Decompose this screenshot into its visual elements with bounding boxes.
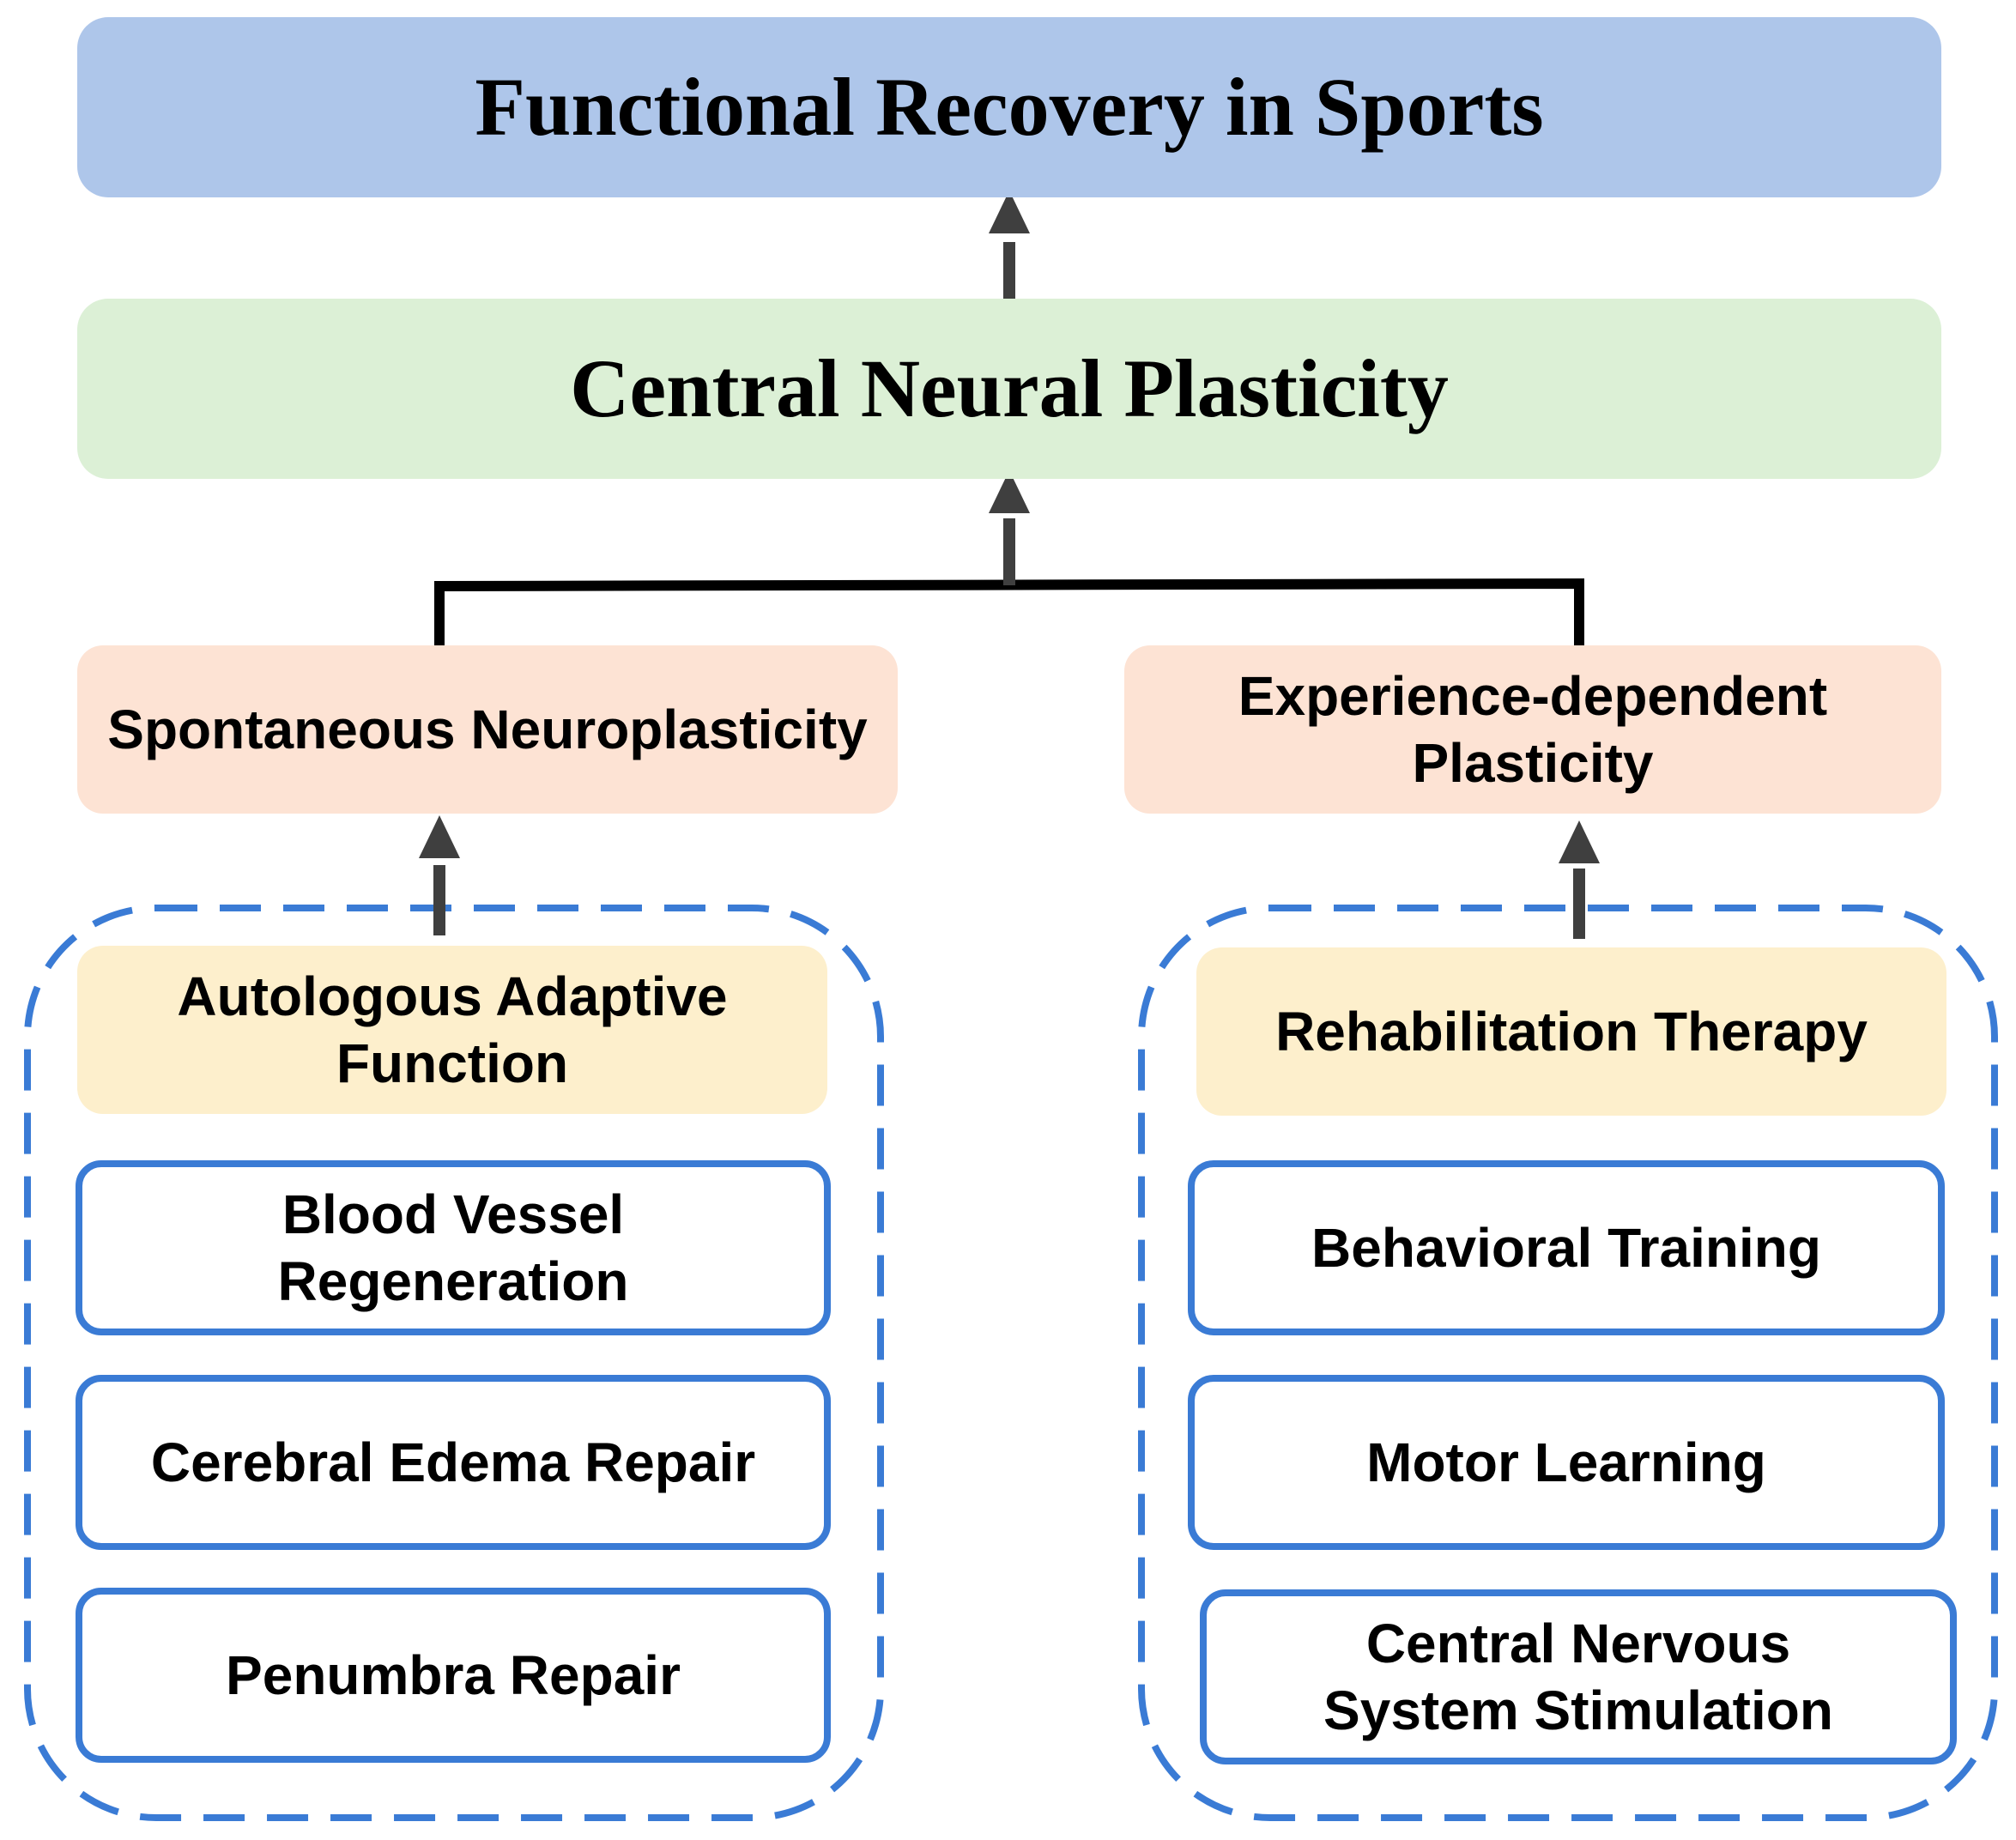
motor-learning-box: Motor Learning	[1188, 1375, 1945, 1550]
blood-vessel-regeneration-box: Blood Vessel Regeneration	[76, 1160, 831, 1335]
central-nervous-system-stimulation-box: Central Nervous System Stimulation	[1200, 1589, 1957, 1764]
experience-dependent-label-line1: Experience-dependent	[1238, 664, 1828, 727]
rehabilitation-therapy-box: Rehabilitation Therapy	[1196, 947, 1946, 1116]
behavioral-training-box: Behavioral Training	[1188, 1160, 1945, 1335]
arrow-head-right-group	[1559, 820, 1600, 863]
behavioral-training-label: Behavioral Training	[1311, 1216, 1821, 1279]
central-nervous-system-stimulation-line2: System Stimulation	[1323, 1680, 1833, 1741]
autologous-adaptive-function-line1: Autologous Adaptive	[177, 965, 728, 1027]
autologous-adaptive-function-line2: Function	[336, 1032, 569, 1094]
functional-recovery-box: Functional Recovery in Sports	[77, 17, 1941, 197]
arrow-head-left-group	[419, 815, 460, 858]
blood-vessel-regeneration-line1: Blood Vessel	[282, 1183, 625, 1245]
rehabilitation-therapy-label: Rehabilitation Therapy	[1275, 1000, 1868, 1062]
spontaneous-neuroplasticity-box: Spontaneous Neuroplasticity	[77, 645, 898, 814]
central-neural-plasticity-title: Central Neural Plasticity	[570, 342, 1449, 435]
penumbra-repair-label: Penumbra Repair	[226, 1643, 681, 1706]
experience-dependent-label-line2: Plasticity	[1412, 732, 1654, 794]
cerebral-edema-repair-label: Cerebral Edema Repair	[150, 1431, 756, 1493]
arrow-head-to-top	[989, 191, 1030, 233]
central-nervous-system-stimulation-line1: Central Nervous	[1365, 1612, 1791, 1674]
central-neural-plasticity-box: Central Neural Plasticity	[77, 299, 1941, 479]
category-bracket-connector	[434, 578, 1584, 645]
functional-recovery-title: Functional Recovery in Sports	[475, 61, 1544, 154]
blood-vessel-regeneration-line2: Regeneration	[277, 1250, 629, 1312]
autologous-adaptive-function-box: Autologous Adaptive Function	[77, 946, 827, 1114]
penumbra-repair-box: Penumbra Repair	[76, 1588, 831, 1763]
experience-dependent-plasticity-box: Experience-dependent Plasticity	[1124, 645, 1941, 814]
spontaneous-neuroplasticity-label: Spontaneous Neuroplasticity	[107, 698, 868, 760]
cerebral-edema-repair-box: Cerebral Edema Repair	[76, 1375, 831, 1550]
motor-learning-label: Motor Learning	[1366, 1431, 1766, 1493]
arrow-head-to-middle	[989, 470, 1030, 513]
